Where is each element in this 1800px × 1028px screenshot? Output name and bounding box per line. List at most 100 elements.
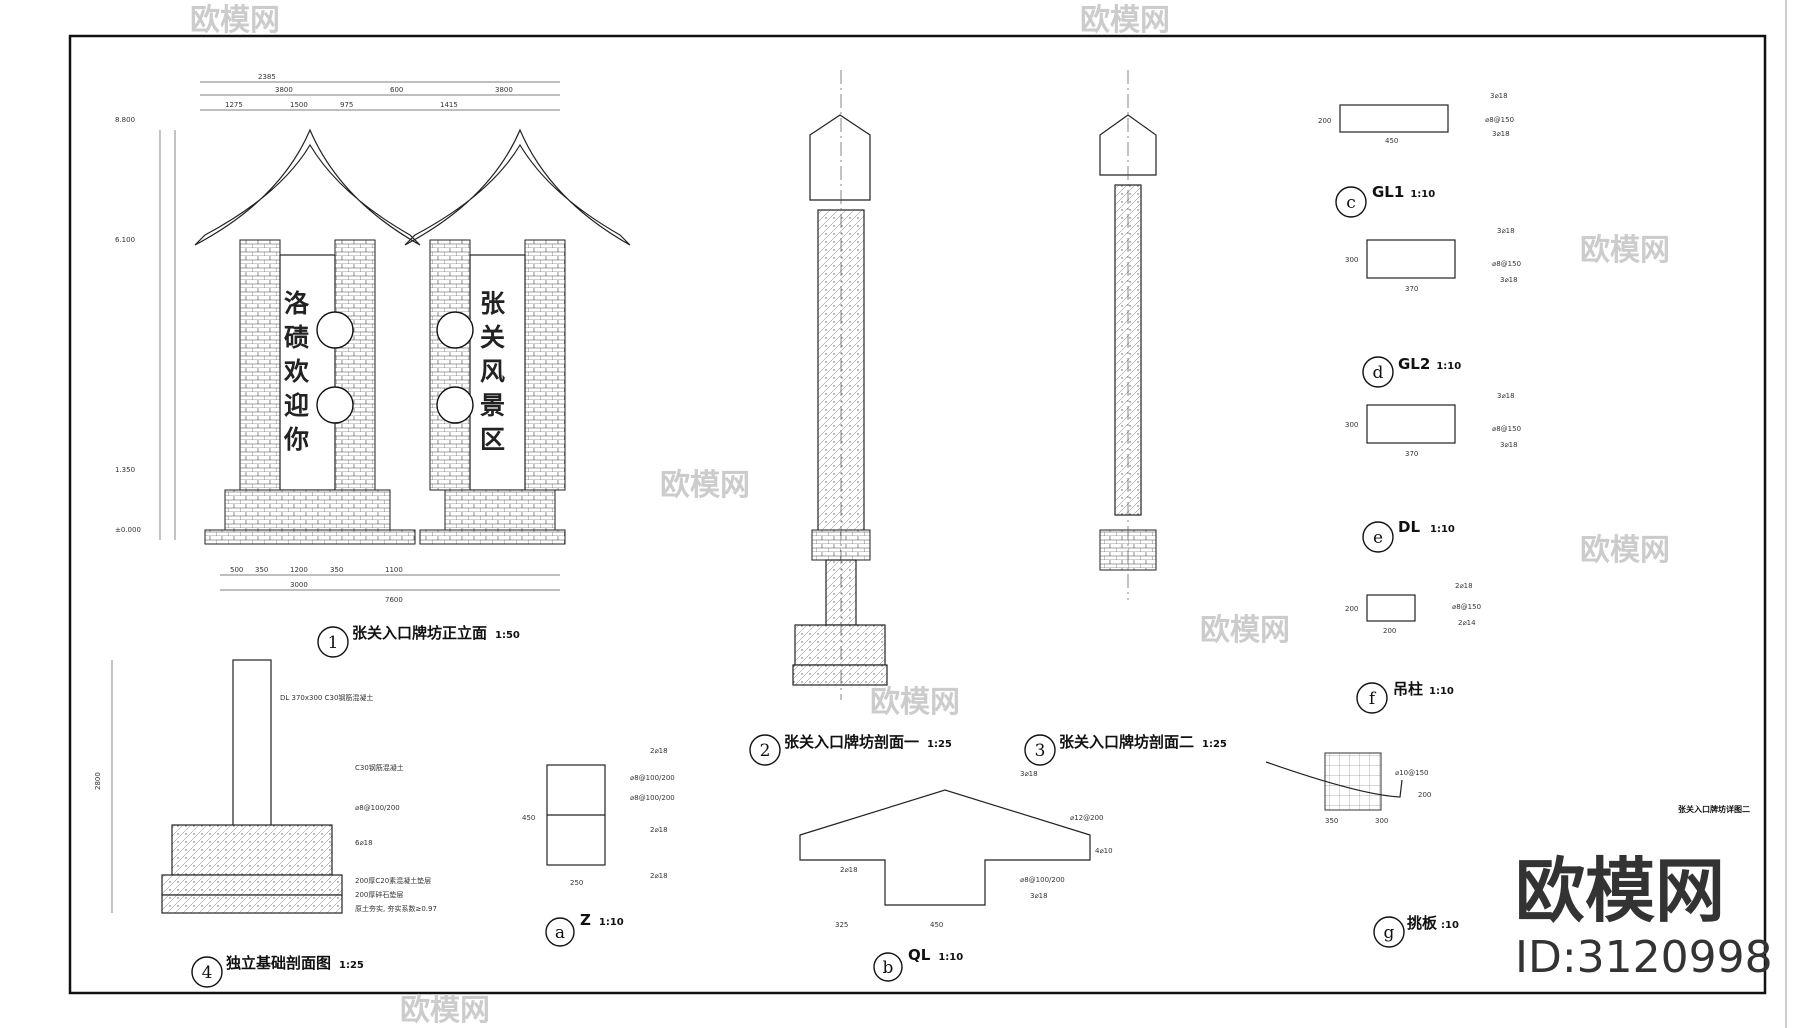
- note: 4⌀10: [1095, 847, 1113, 855]
- view-scale: 1:10: [1430, 524, 1455, 535]
- dimension: 350: [1325, 817, 1338, 825]
- view-marker: f: [1369, 689, 1377, 709]
- dimension: 250: [570, 879, 583, 887]
- round-plaque: [316, 386, 354, 424]
- note: 原土夯实, 夯实系数≥0.97: [355, 904, 437, 913]
- sign-char: 欢: [283, 357, 310, 386]
- dimension: 200: [1418, 791, 1431, 799]
- dimension: 3800: [275, 86, 293, 94]
- note: 2⌀18: [1455, 582, 1473, 590]
- view-marker: g: [1384, 923, 1395, 943]
- note: 3⌀18: [1500, 276, 1518, 284]
- view-marker: 1: [328, 633, 339, 653]
- dimension: 7600: [385, 596, 403, 604]
- faint-watermark: 欧模网: [1200, 613, 1290, 648]
- note: 3⌀18: [1030, 892, 1048, 900]
- front-elevation: 3800 600 3800 1275 1500 975 2385 1415 8.…: [115, 73, 631, 604]
- dimension: 1500: [290, 101, 308, 109]
- note: 200厚C20素混凝土垫层: [355, 876, 431, 885]
- drawing-frame: [68, 34, 1767, 995]
- note: ⌀8@150: [1492, 260, 1521, 268]
- dimension: 450: [522, 814, 535, 822]
- level-mark: ±0.000: [115, 526, 141, 534]
- view-scale: 1:50: [495, 630, 520, 641]
- note: 2⌀18: [650, 826, 668, 834]
- faint-watermark: 欧模网: [870, 685, 960, 720]
- round-plaque: [436, 386, 474, 424]
- dimension: 200: [1383, 627, 1396, 635]
- view-marker: e: [1373, 528, 1383, 548]
- sign-char: 你: [283, 425, 309, 454]
- level-mark: 8.800: [115, 116, 135, 124]
- dimension: 300: [1345, 421, 1358, 429]
- note: 3⌀18: [1497, 392, 1515, 400]
- svg-text:Z1:10: Z 1:10: [580, 911, 624, 929]
- view-scale: 1:10: [938, 952, 963, 963]
- note: ⌀12@200: [1070, 814, 1103, 822]
- note: 2⌀18: [840, 866, 858, 874]
- view-title-e: e DL 1:10: [1362, 518, 1455, 553]
- view-title: Z: [580, 911, 591, 929]
- view-title: 独立基础剖面图: [226, 954, 331, 972]
- faint-watermark: 欧模网: [1580, 533, 1670, 568]
- svg-text:QL1:10: QL1:10: [908, 946, 963, 964]
- note: ⌀8@150: [1452, 603, 1481, 611]
- level-mark: 6.100: [115, 236, 135, 244]
- note: 2⌀14: [1458, 619, 1476, 627]
- note: ⌀8@100/200: [630, 794, 675, 802]
- faint-watermark: 欧模网: [1580, 233, 1670, 268]
- view-marker: b: [883, 958, 894, 978]
- note: ⌀8@150: [1485, 116, 1514, 124]
- watermark-brand: 欧模网: [1515, 850, 1725, 932]
- sign-char: 区: [480, 425, 505, 454]
- detail-gl2: 3⌀18 ⌀8@150 3⌀18 370 300: [1345, 227, 1521, 293]
- faint-watermark: 欧模网: [190, 3, 280, 38]
- view-title: GL2: [1398, 355, 1430, 373]
- view-scale: 1:25: [1202, 739, 1227, 750]
- sign-char: 景: [480, 391, 505, 420]
- view-marker: 3: [1035, 741, 1046, 761]
- detail-cantilever-slab: ⌀10@150 350 300 200: [1265, 752, 1431, 825]
- note: 3⌀18: [1020, 770, 1038, 778]
- svg-text:吊柱1:10: 吊柱1:10: [1393, 680, 1454, 698]
- level-mark: 1.350: [115, 466, 135, 474]
- dimension: 370: [1405, 285, 1418, 293]
- note: 3⌀18: [1497, 227, 1515, 235]
- dimension: 1100: [385, 566, 403, 574]
- foundation-section: DL 370x300 C30钢筋混凝土 C30钢筋混凝土 ⌀8@100/200 …: [94, 659, 437, 914]
- view-title: GL1: [1372, 183, 1404, 201]
- dimension: 450: [1385, 137, 1398, 145]
- section-two: [1099, 70, 1157, 600]
- note: 2⌀18: [650, 872, 668, 880]
- dimension: 2385: [258, 73, 276, 81]
- view-title: 张关入口牌坊剖面一: [784, 733, 919, 751]
- sign-char: 关: [480, 323, 505, 352]
- watermark-logo: 欧模网 ID:3120998: [1515, 850, 1773, 983]
- view-scale: 1:10: [599, 917, 624, 928]
- dimension: 300: [1345, 256, 1358, 264]
- dimension: 200: [1345, 605, 1358, 613]
- faint-watermark: 欧模网: [660, 468, 750, 503]
- detail-hanging-column: 2⌀18 ⌀8@150 2⌀14 200 200: [1345, 582, 1481, 635]
- note: 3⌀18: [1500, 441, 1518, 449]
- dimension: 325: [835, 921, 848, 929]
- view-title: DL: [1398, 518, 1420, 536]
- view-title: 张关入口牌坊正立面: [352, 624, 487, 642]
- dimension: 1200: [290, 566, 308, 574]
- svg-text:挑板:10: 挑板:10: [1407, 914, 1459, 932]
- view-title: 挑板: [1407, 914, 1438, 932]
- dimension: 300: [1375, 817, 1388, 825]
- dimension: 200: [1318, 117, 1331, 125]
- note: 200厚碎石垫层: [355, 890, 403, 899]
- sign-char: 张: [480, 289, 506, 318]
- dimension: 3800: [495, 86, 513, 94]
- view-scale: 1:25: [927, 739, 952, 750]
